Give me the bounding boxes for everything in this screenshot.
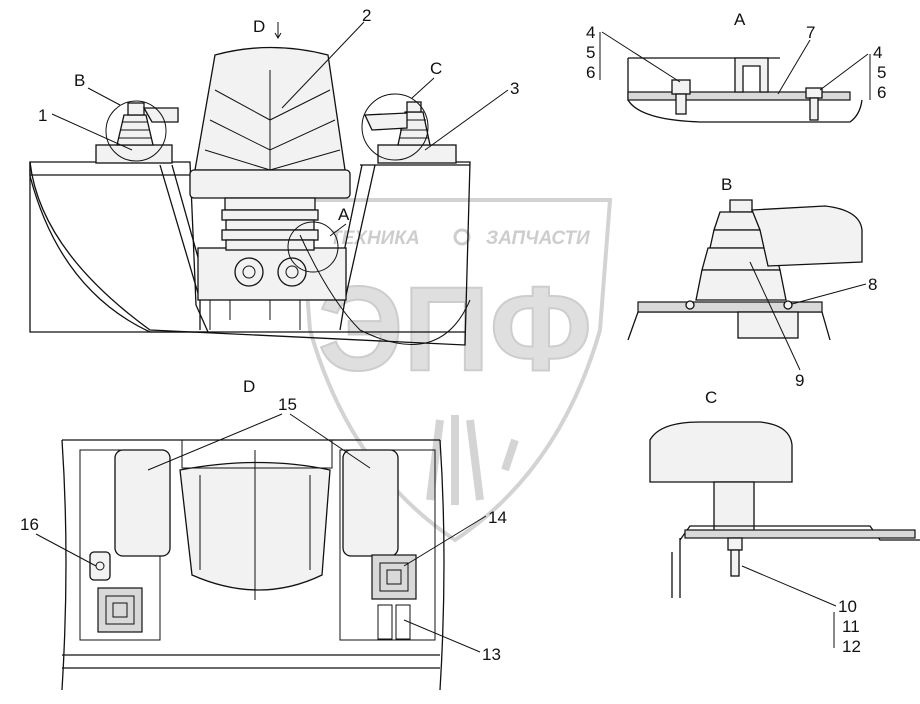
- view-arrow-d-label: D: [253, 17, 265, 36]
- view-c: C 10 11 12: [649, 388, 920, 656]
- callout-5b: 5: [877, 63, 886, 82]
- watermark: ТЕХНИКА ЗАПЧАСТИ ЭПФ: [297, 198, 613, 543]
- view-d-title: D: [243, 377, 255, 396]
- view-d-switch: [89, 551, 111, 581]
- connector-left: [234, 257, 264, 287]
- callout-8: 8: [868, 275, 877, 294]
- central-bellows: [221, 197, 319, 251]
- watermark-text-1: ТЕХНИКА: [330, 228, 420, 249]
- callout-4b: 4: [873, 43, 882, 62]
- view-a-title: A: [734, 10, 746, 29]
- view-d: D 15 16 14 13: [20, 377, 507, 691]
- view-b-handle: [751, 205, 863, 267]
- view-b-bellows: [695, 269, 787, 301]
- callout-6a: 6: [586, 63, 595, 82]
- left-joystick: [95, 100, 179, 164]
- detail-b-marker: [105, 100, 167, 162]
- view-b-plate: [637, 301, 823, 313]
- view-b-title: B: [721, 175, 732, 194]
- callout-9: 9: [795, 371, 804, 390]
- detail-a-marker: [287, 221, 339, 273]
- view-d-boot-left: [97, 587, 143, 633]
- view-a-bracket: [734, 57, 769, 93]
- view-b: B 8 9: [627, 175, 877, 390]
- watermark-text-2: ЗАПЧАСТИ: [486, 228, 590, 249]
- callout-16: 16: [20, 515, 39, 534]
- main-label-b: B: [74, 71, 85, 90]
- view-d-handle-left: [114, 449, 171, 557]
- callout-10: 10: [838, 597, 857, 616]
- view-c-stem: [713, 481, 755, 535]
- main-view: D B C A 1 2 3: [29, 6, 519, 346]
- view-a: A 4 5 6 4 5 6 7: [586, 10, 886, 123]
- callout-7: 7: [806, 23, 815, 42]
- central-control-base: [189, 169, 351, 199]
- callout-5a: 5: [586, 43, 595, 62]
- callout-2: 2: [362, 6, 371, 25]
- right-joystick: [361, 93, 457, 164]
- view-c-plate: [684, 529, 916, 539]
- watermark-logo: ЭПФ: [318, 262, 592, 396]
- connector-right: [277, 257, 307, 287]
- view-a-bolt-head-left: [671, 79, 691, 95]
- main-label-c: C: [430, 59, 442, 78]
- callout-11: 11: [842, 617, 860, 636]
- view-d-boot-right: [371, 554, 417, 600]
- view-c-title: C: [705, 388, 717, 407]
- callout-4a: 4: [586, 23, 595, 42]
- callout-13: 13: [482, 645, 501, 664]
- callout-1: 1: [38, 106, 47, 125]
- callout-14: 14: [488, 508, 507, 527]
- mechanism-box: [197, 247, 347, 301]
- callout-3: 3: [510, 79, 519, 98]
- view-d-handle-right: [342, 449, 399, 557]
- callout-15: 15: [278, 395, 297, 414]
- view-a-bolt-head-right: [805, 87, 823, 99]
- view-arrow-d-icon: [274, 22, 282, 39]
- callout-12: 12: [842, 637, 861, 656]
- detail-c-marker: [361, 93, 429, 161]
- right-joystick-handle: [364, 112, 408, 131]
- main-label-a: A: [338, 205, 350, 224]
- callout-6b: 6: [877, 83, 886, 102]
- view-c-knob: [649, 421, 793, 483]
- right-joystick-base: [377, 144, 457, 164]
- watermark-gear-icon: [453, 228, 471, 246]
